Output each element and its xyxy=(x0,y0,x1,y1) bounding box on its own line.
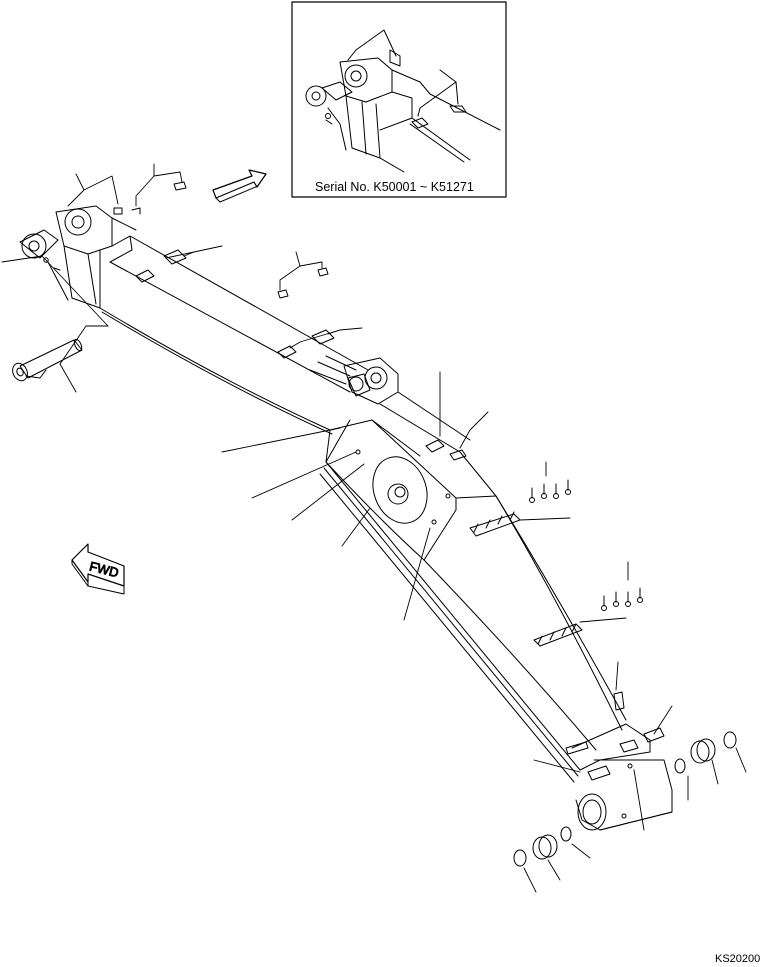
boom-foot xyxy=(19,205,137,309)
boom-tip xyxy=(571,723,673,831)
boom-upper-bottom-edge xyxy=(99,307,331,431)
direction-arrow xyxy=(212,169,267,203)
serial-inset: Serial No. K50001 ~ K51271 xyxy=(291,1,507,198)
boom-pin xyxy=(12,338,83,382)
fwd-arrow: FWD FWD xyxy=(71,543,125,595)
inset-frame xyxy=(291,1,507,198)
fwd-label: FWD xyxy=(88,559,120,581)
boom-upper-top-edge xyxy=(129,235,369,371)
boom-center-plate xyxy=(325,419,457,561)
boom-upper-side-top xyxy=(109,261,351,393)
boom-mid-bracket xyxy=(309,355,471,453)
inset-serial-text: Serial No. K50001 ~ K51271 xyxy=(315,180,474,194)
clamps xyxy=(113,181,665,781)
boom-assembly xyxy=(19,205,673,831)
fwd-label-outline: FWD xyxy=(88,559,120,581)
bushings xyxy=(513,731,737,867)
leader-lines xyxy=(1,163,747,893)
drawing-code: KS202001 xyxy=(715,953,761,965)
boom-lower-flange xyxy=(325,461,581,771)
boss-plate xyxy=(372,456,428,524)
inset-boom-detail xyxy=(305,29,501,173)
boom-lower-top-edge xyxy=(459,451,627,721)
